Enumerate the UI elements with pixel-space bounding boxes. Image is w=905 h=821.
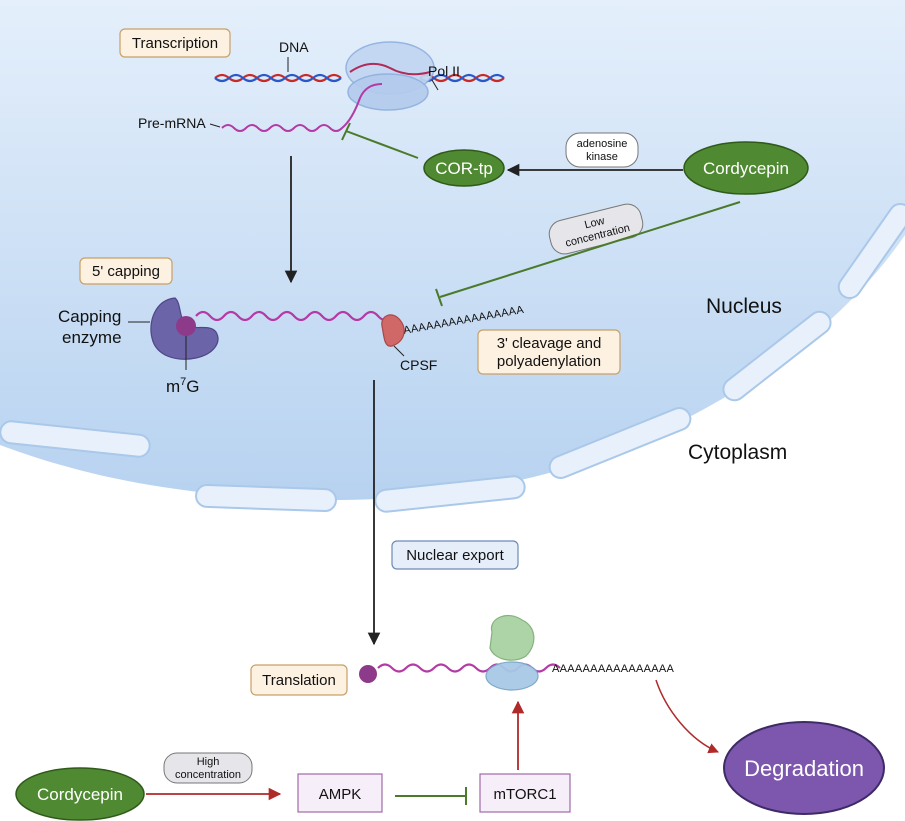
cleavage-label-2: polyadenylation xyxy=(497,353,601,370)
nuclear-export-box xyxy=(391,540,519,570)
degradation-oval xyxy=(723,721,885,815)
cpsf-shape xyxy=(381,314,405,347)
cleavage-label-1: 3' cleavage and xyxy=(497,335,602,352)
ampk-label: AMPK xyxy=(319,786,362,803)
high-concentration-pill xyxy=(163,752,253,784)
transcription-box xyxy=(119,28,231,58)
nuclear-export-label: Nuclear export xyxy=(406,547,504,564)
nuclear-envelope xyxy=(0,202,905,513)
cap-cytoplasm xyxy=(359,665,377,683)
high-concentration-label-1: High xyxy=(197,756,220,768)
cpsf-label: CPSF xyxy=(400,357,437,373)
adenosine-kinase-label-2: kinase xyxy=(586,151,618,163)
cytoplasm-label: Cytoplasm xyxy=(688,441,787,464)
capped-mrna-strand xyxy=(195,310,393,322)
cortp-inhibition-line xyxy=(345,130,419,159)
adenosine-kinase-pill xyxy=(565,132,639,168)
pre-mrna-strand xyxy=(221,83,383,132)
adenosine-kinase-label-1: adenosine xyxy=(577,138,628,150)
capping-enzyme-label-2: enzyme xyxy=(62,328,122,347)
cordycepin-bottom-oval xyxy=(15,767,145,821)
degradation-label: Degradation xyxy=(744,756,864,781)
cordycepin-bottom-label: Cordycepin xyxy=(37,785,123,804)
cordycepin-top-oval xyxy=(683,141,809,195)
capping-enzyme-label-1: Capping xyxy=(58,307,121,326)
ribosome xyxy=(485,615,539,691)
m7g-label: m7G xyxy=(166,376,200,396)
dna-double-helix xyxy=(214,73,505,83)
cor-tp-label: COR-tp xyxy=(435,159,493,178)
high-concentration-label-2: concentration xyxy=(175,769,241,781)
pol-ii-enzyme xyxy=(345,41,435,111)
cordycepin-top-label: Cordycepin xyxy=(703,159,789,178)
low-concentration-label-1: Low xyxy=(583,215,606,232)
nucleus-label: Nucleus xyxy=(706,295,782,318)
capping-label: 5' capping xyxy=(92,263,160,280)
pre-mrna-label: Pre-mRNA xyxy=(138,115,206,131)
mtorc1-box xyxy=(479,773,571,813)
polya-tail-2-label: AAAAAAAAAAAAAAAA xyxy=(552,663,675,675)
translation-label: Translation xyxy=(262,672,336,689)
cleavage-box xyxy=(477,329,621,375)
capping-box xyxy=(79,257,173,285)
degradation-arrow xyxy=(655,679,719,754)
ampk-box xyxy=(297,773,383,813)
pol-ii-label: Pol II xyxy=(428,63,460,79)
translation-box xyxy=(250,664,348,696)
cor-tp-oval xyxy=(423,149,505,187)
m7g-cap xyxy=(176,316,196,336)
mtorc1-label: mTORC1 xyxy=(493,786,556,803)
low-conc-inhibition-line xyxy=(439,201,741,298)
transcription-label: Transcription xyxy=(132,35,218,52)
dna-label: DNA xyxy=(279,39,309,55)
